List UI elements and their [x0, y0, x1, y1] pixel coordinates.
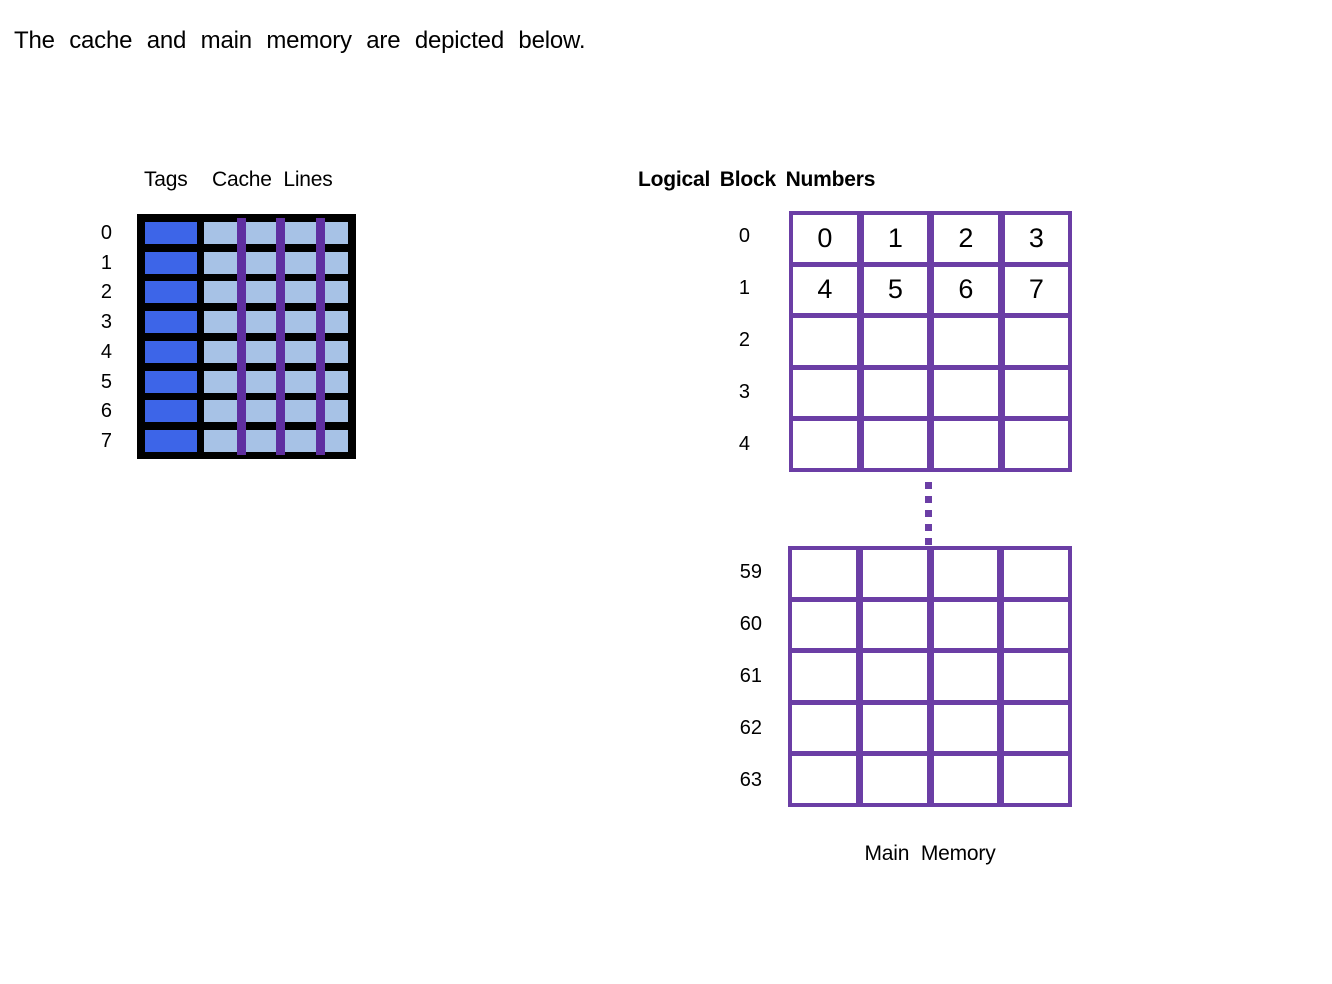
cache-row-label: 6: [100, 400, 112, 423]
cache-lines-header: Cache Lines: [212, 168, 333, 191]
continuation-dot: [925, 524, 932, 531]
memory-cell: [1004, 318, 1068, 365]
cache-row-label: 0: [100, 222, 112, 244]
memory-row-label: 3: [738, 381, 750, 403]
memory-cell: 7: [1004, 266, 1068, 314]
cache-tag-cell: [145, 222, 197, 244]
cache-row-label: 4: [100, 340, 112, 363]
memory-cell: [1004, 601, 1068, 649]
memory-row-label: 2: [738, 329, 750, 351]
memory-row-label: 1: [738, 277, 750, 299]
memory-cell: [792, 550, 856, 597]
cache-row-label: 1: [100, 251, 112, 274]
memory-cell: [1004, 550, 1068, 597]
memory-cell: [863, 421, 927, 468]
memory-cell: [862, 756, 927, 803]
memory-cell: [793, 318, 857, 365]
continuation-dot: [925, 538, 932, 545]
memory-cell: [862, 653, 927, 700]
memory-cell: [863, 369, 927, 417]
cache-tag-cell: [145, 251, 197, 274]
logical-block-numbers-header: Logical Block Numbers: [638, 168, 876, 191]
continuation-dot: [925, 510, 932, 517]
memory-cell: 6: [934, 266, 998, 314]
memory-cell: [792, 756, 856, 803]
memory-cell: [1004, 369, 1068, 417]
memory-cell: [1004, 421, 1068, 468]
memory-cell: [1004, 756, 1068, 803]
memory-row-label: 0: [738, 225, 750, 247]
cache-row-label: 7: [100, 429, 112, 452]
cache-tag-cell: [145, 429, 197, 452]
memory-row-label: 59: [739, 561, 762, 583]
memory-cell: [862, 704, 927, 752]
memory-cell: [934, 369, 998, 417]
cache-tags-header: Tags: [144, 168, 188, 191]
memory-cell: [934, 421, 998, 468]
cache-tag-cell: [145, 400, 197, 423]
cache-word-divider: [237, 218, 246, 455]
cache-row-label: 5: [100, 370, 112, 393]
memory-cell: [1004, 653, 1068, 700]
memory-row-label: 62: [739, 717, 762, 739]
memory-row-label: 63: [739, 769, 762, 791]
memory-cell: [792, 653, 856, 700]
memory-cell: [792, 601, 856, 649]
memory-cell: 5: [863, 266, 927, 314]
page-title: The cache and main memory are depicted b…: [14, 27, 586, 54]
memory-cell: 3: [1004, 215, 1068, 262]
cache-word-divider: [276, 218, 285, 455]
memory-cell: [934, 318, 998, 365]
memory-cell: 2: [934, 215, 998, 262]
main-memory-label: Main Memory: [864, 842, 996, 865]
memory-cell: [863, 318, 927, 365]
memory-cell: [933, 550, 998, 597]
memory-row-label: 60: [739, 613, 762, 635]
memory-cell: 1: [863, 215, 927, 262]
memory-cell: [862, 601, 927, 649]
memory-cell: [793, 369, 857, 417]
main-memory-bottom-grid: [788, 546, 1072, 807]
cache-tag-cell: [145, 281, 197, 304]
cache-word-divider: [316, 218, 325, 455]
memory-cell: [792, 704, 856, 752]
memory-cell: [1004, 704, 1068, 752]
memory-row-label: 61: [739, 665, 762, 687]
memory-cell: 4: [793, 266, 857, 314]
memory-cell: [933, 756, 998, 803]
cache-tag-cell: [145, 370, 197, 393]
cache-tag-cell: [145, 340, 197, 363]
memory-cell: 0: [793, 215, 857, 262]
cache-diagram: [137, 214, 356, 459]
continuation-dot: [925, 482, 932, 489]
memory-cell: [862, 550, 927, 597]
memory-cell: [933, 653, 998, 700]
continuation-dot: [925, 496, 932, 503]
memory-cell: [933, 601, 998, 649]
cache-row-label: 2: [100, 281, 112, 304]
memory-cell: [933, 704, 998, 752]
cache-tag-cell: [145, 311, 197, 334]
cache-row-label: 3: [100, 311, 112, 334]
memory-cell: [793, 421, 857, 468]
memory-row-label: 4: [738, 433, 750, 455]
